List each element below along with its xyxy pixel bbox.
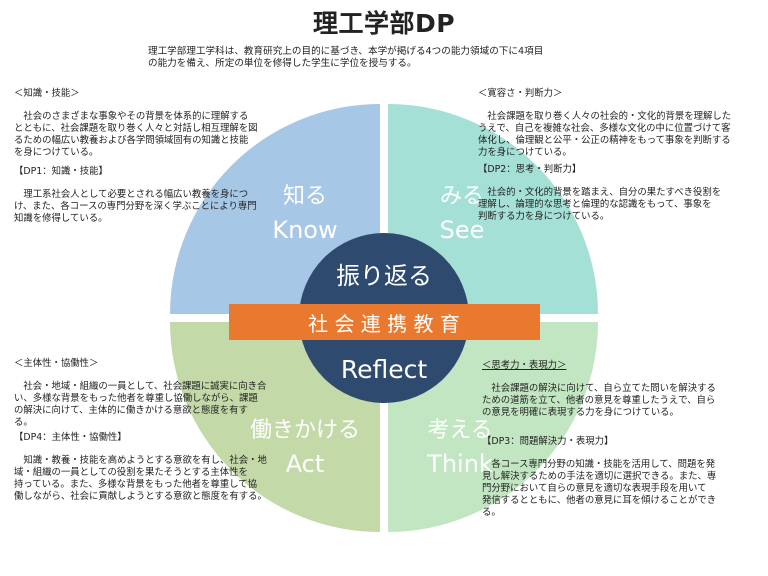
see-en-label: See [440, 216, 485, 244]
social-education-band [229, 304, 540, 340]
tolerance-judgment-heading: ＜寛容さ・判断力＞ [478, 87, 563, 99]
dp4-heading: 【DP4：主体性・協働性】 [14, 431, 127, 443]
thinking-expression-block: ＜思考力・表現力＞ 社会課題の解決に向けて、自ら立てた問いを解決する ための道筋… [482, 348, 764, 419]
knowledge-skills-body: 社会のさまざまな事象やその背景を体系的に理解する とともに、社会課題を取り巻く人… [14, 111, 258, 158]
tolerance-judgment-block: ＜寛容さ・判断力＞ 社会課題を取り巻く人々の社会的・文化的背景を理解した うえで… [478, 76, 764, 159]
dp1-block: 【DP1：知識・技能】 理工系社会人として必要とされる幅広い教養を身につ け、ま… [14, 154, 314, 225]
know-en-label: Know [272, 216, 337, 244]
think-en-label: Think [426, 450, 493, 478]
think-jp-label: 考える [427, 418, 492, 443]
act-jp-label: 働きかける [250, 418, 360, 443]
autonomy-cooperation-body: 社会・地域・組織の一員として、社会課題に誠実に向き合 い、多様な背景をもった他者… [14, 381, 267, 428]
social-education-label: 社 会 連 携 教 育 [308, 312, 460, 336]
dp3-block: 【DP3：問題解決力・表現力】 各コース専門分野の知識・技能を活用して、問題を発… [482, 424, 764, 518]
knowledge-skills-block: ＜知識・技能＞ 社会のさまざまな事象やその背景を体系的に理解する とともに、社会… [14, 76, 314, 159]
reflect-en-label: Reflect [341, 355, 428, 384]
autonomy-cooperation-block: ＜主体性・協働性＞ 社会・地域・組織の一員として、社会課題に誠実に向き合 い、多… [14, 346, 314, 429]
intro-line-2: の能力を備え、所定の単位を修得した学生に学位を授与する。 [148, 58, 417, 69]
dp4-body: 知識・教養・技能を高めようとする意欲を有し、社会・地 域・組織の一員としての役割… [14, 455, 267, 502]
know-jp-label: 知る [283, 184, 327, 209]
intro-line-1: 理工学部理工学科は、教育研究上の目的に基づき、本学が掲げる4つの能力領域の下に4… [148, 46, 544, 57]
dp2-block: 【DP2：思考・判断力】 社会的・文化的背景を踏まえ、自分の果たすべき役割を 理… [478, 152, 764, 223]
dp2-body: 社会的・文化的背景を踏まえ、自分の果たすべき役割を 理解し、論理的な思考と倫理的… [478, 187, 722, 222]
dp4-block: 【DP4：主体性・協働性】 知識・教養・技能を高めようとする意欲を有し、社会・地… [14, 420, 314, 503]
reflect-jp-label: 振り返る [336, 262, 432, 290]
dp3-body: 各コース専門分野の知識・技能を活用して、問題を発 見し解決するための手法を適切に… [482, 459, 717, 518]
tolerance-judgment-body: 社会課題を取り巻く人々の社会的・文化的背景を理解した うえで、自己を複雑な社会、… [478, 111, 732, 158]
knowledge-skills-heading: ＜知識・技能＞ [14, 87, 80, 99]
dp1-heading: 【DP1：知識・技能】 [14, 165, 108, 177]
autonomy-cooperation-heading: ＜主体性・協働性＞ [14, 357, 99, 369]
act-en-label: Act [286, 450, 325, 478]
intro-text: 理工学部理工学科は、教育研究上の目的に基づき、本学が掲げる4つの能力領域の下に4… [148, 46, 628, 70]
dp2-heading: 【DP2：思考・判断力】 [478, 163, 582, 175]
dp1-body: 理工系社会人として必要とされる幅広い教養を身につ け、また、各コースの専門分野を… [14, 189, 257, 224]
dp3-heading: 【DP3：問題解決力・表現力】 [482, 435, 614, 447]
page-title: 理工学部DP [312, 9, 456, 38]
thinking-expression-heading: ＜思考力・表現力＞ [482, 359, 567, 371]
see-jp-label: みる [440, 184, 484, 209]
thinking-expression-body: 社会課題の解決に向けて、自ら立てた問いを解決する ための道筋を立て、他者の意見を… [482, 383, 716, 418]
